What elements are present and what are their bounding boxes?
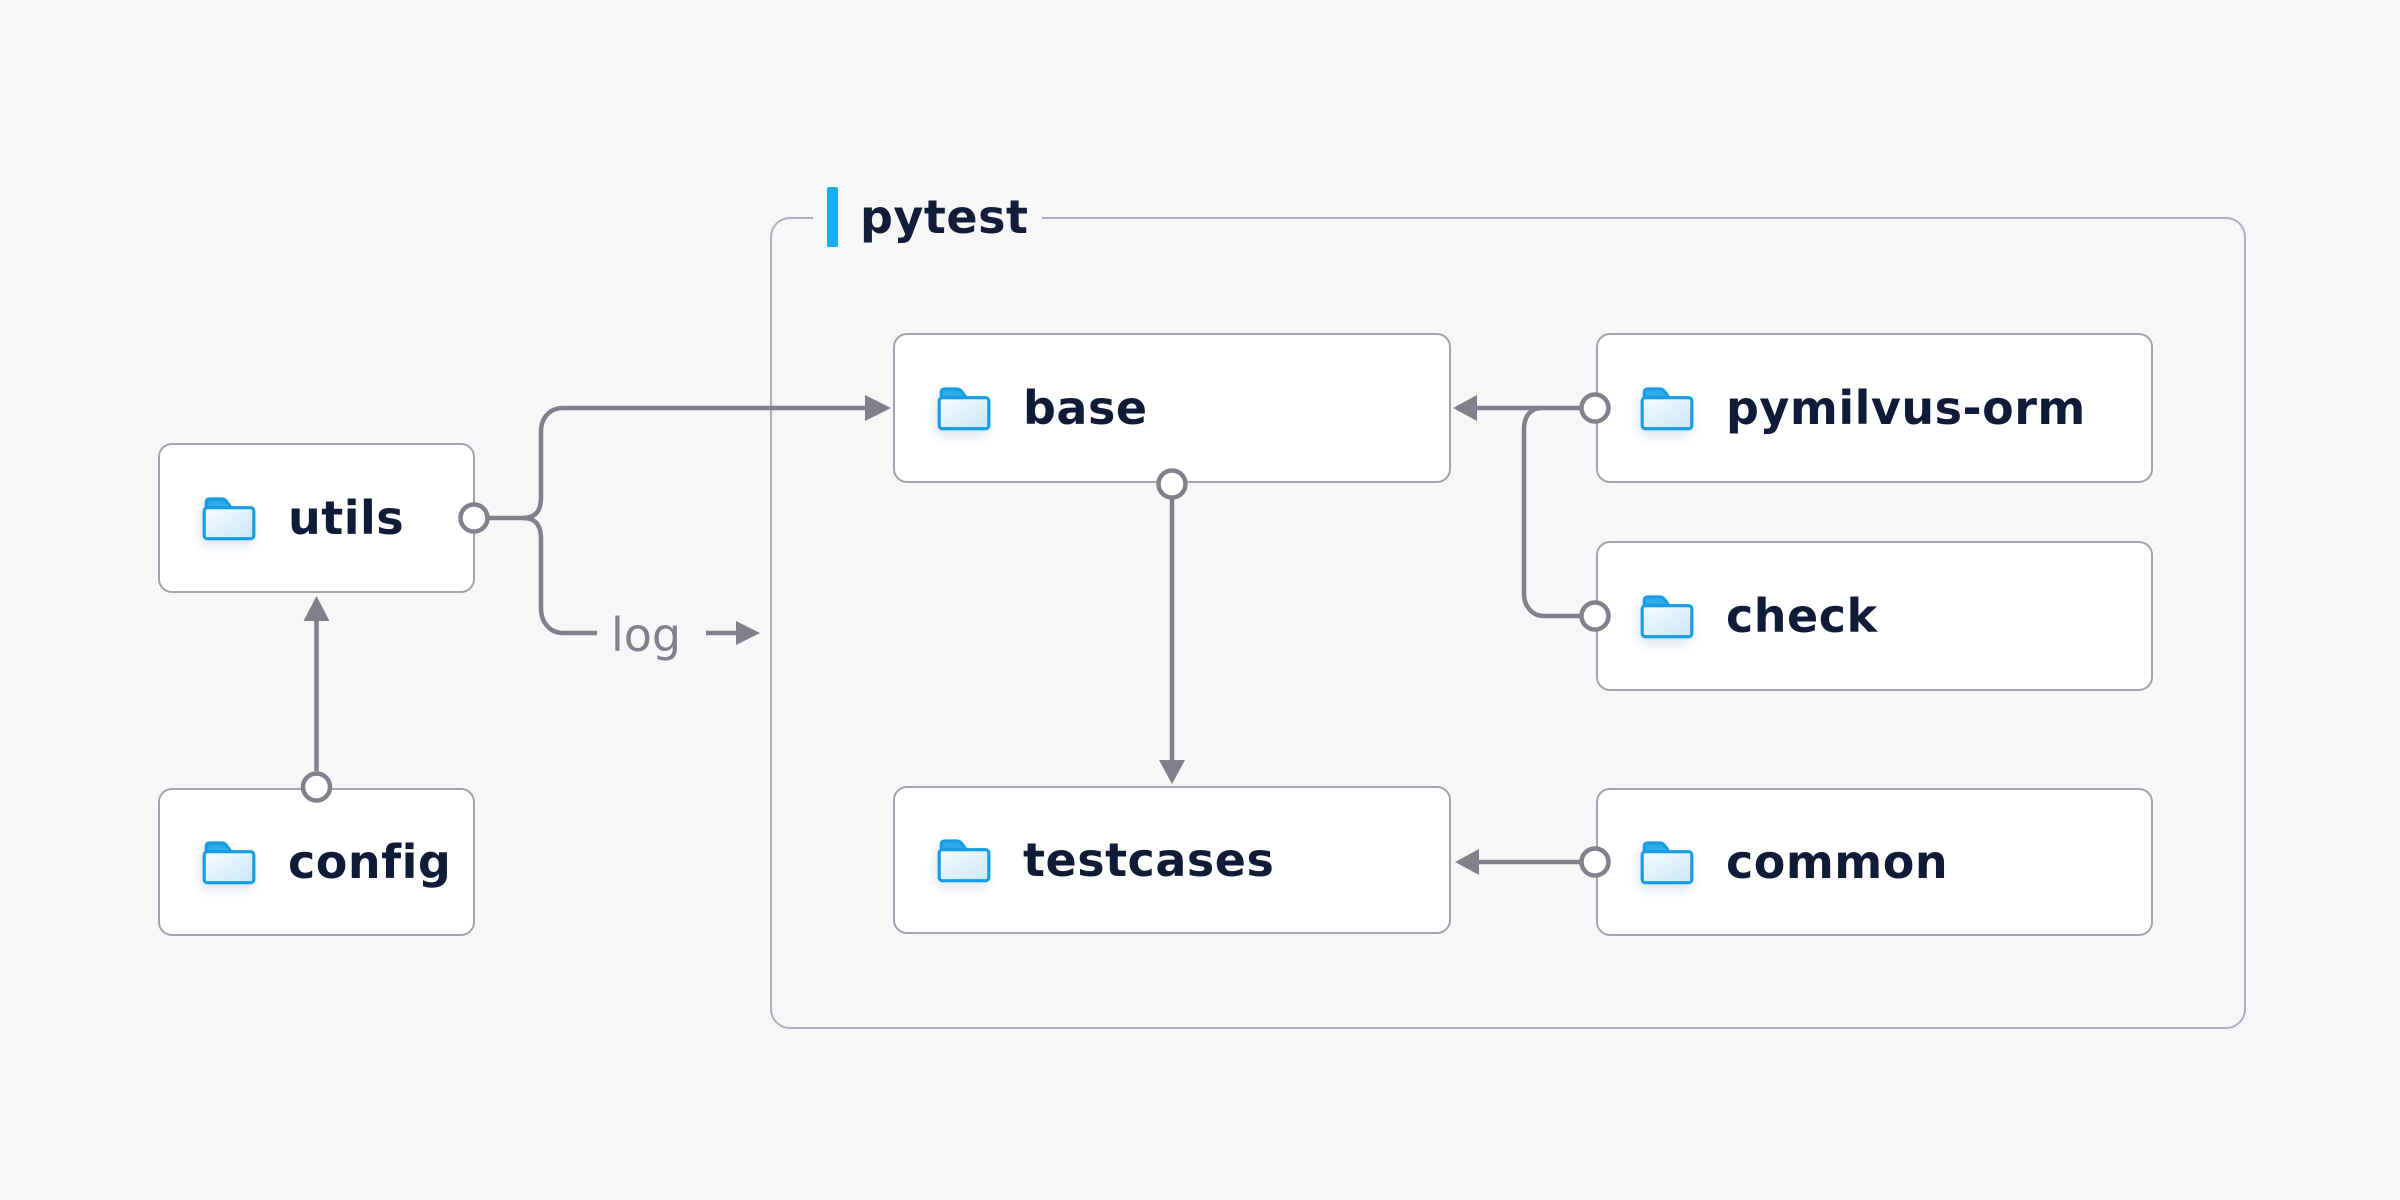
pytest-group-label: pytest [813,185,1043,249]
folder-icon [202,497,256,541]
node-label: testcases [1023,833,1275,887]
node-label: base [1023,381,1148,435]
folder-icon [937,387,991,431]
node-utils: utils [158,443,475,593]
folder-icon [202,841,256,885]
accent-bar [827,187,838,247]
node-label: config [288,835,452,889]
node-label: common [1726,835,1949,889]
node-label: check [1726,589,1878,643]
folder-icon [1640,595,1694,639]
folder-icon [937,839,991,883]
edge-label-log: log [611,608,681,662]
node-testcases: testcases [893,786,1451,934]
node-base: base [893,333,1451,483]
node-label: pymilvus-orm [1726,381,2086,435]
node-check: check [1596,541,2153,691]
node-common: common [1596,788,2153,936]
pytest-group-title: pytest [860,190,1029,244]
arrowhead-config-utils [303,596,330,621]
node-label: utils [288,491,405,545]
arrowhead-log [736,621,760,645]
edge-utils-log [522,515,597,636]
folder-icon [1640,387,1694,431]
node-config: config [158,788,475,936]
node-pymilvus-orm: pymilvus-orm [1596,333,2153,483]
pytest-group-container [770,217,2246,1029]
folder-icon [1640,841,1694,885]
